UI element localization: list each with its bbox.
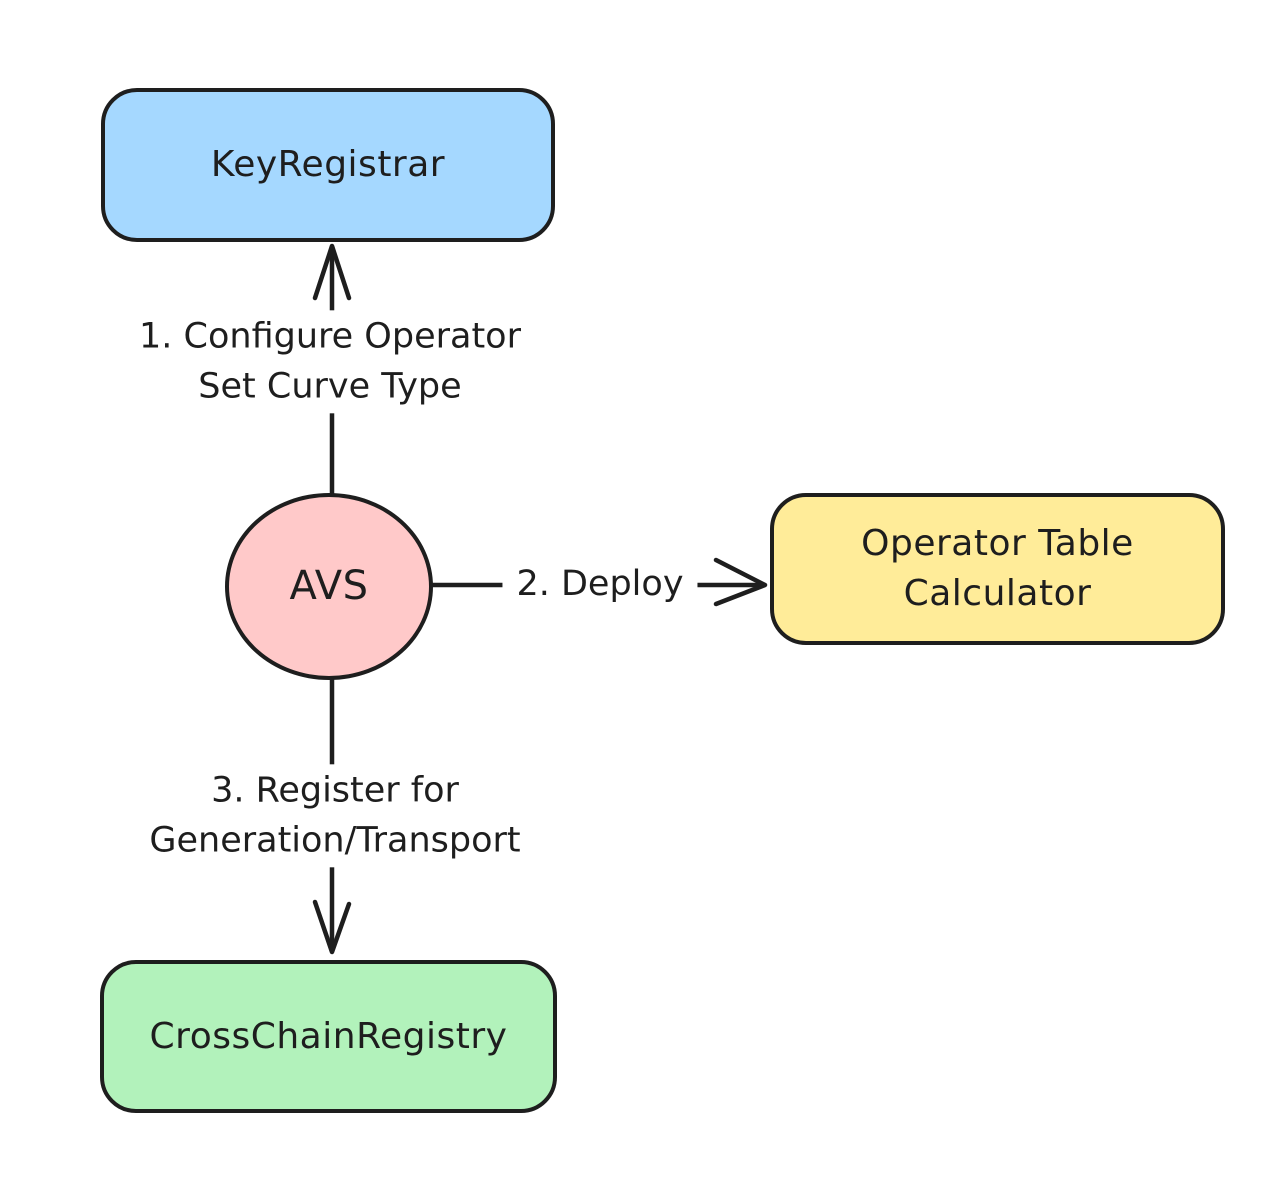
edge-label-configure: 1. Configure Operator Set Curve Type	[125, 310, 535, 414]
edge-label-deploy: 2. Deploy	[502, 558, 698, 612]
edge-label-configure-line2: Set Curve Type	[198, 366, 462, 406]
node-avs-label: AVS	[289, 562, 369, 609]
node-keyregistrar-label: KeyRegistrar	[210, 144, 446, 186]
edge-label-register: 3. Register for Generation/Transport	[135, 764, 535, 868]
node-operator-table-calculator: Operator Table Calculator	[770, 493, 1225, 645]
edge-label-register-line2: Generation/Transport	[149, 820, 521, 860]
edge-label-deploy-text: 2. Deploy	[516, 564, 684, 605]
node-keyregistrar: KeyRegistrar	[101, 88, 555, 242]
node-operator-table-calculator-label-line1: Operator Table	[861, 523, 1134, 565]
edge-label-configure-line1: 1. Configure Operator	[139, 316, 521, 357]
node-operator-table-calculator-label-line2: Calculator	[903, 573, 1092, 614]
node-avs: AVS	[225, 493, 433, 680]
node-crosschainregistry-label: CrossChainRegistry	[149, 1015, 508, 1057]
edge-label-register-line1: 3. Register for	[211, 770, 459, 811]
node-crosschainregistry: CrossChainRegistry	[100, 960, 557, 1113]
